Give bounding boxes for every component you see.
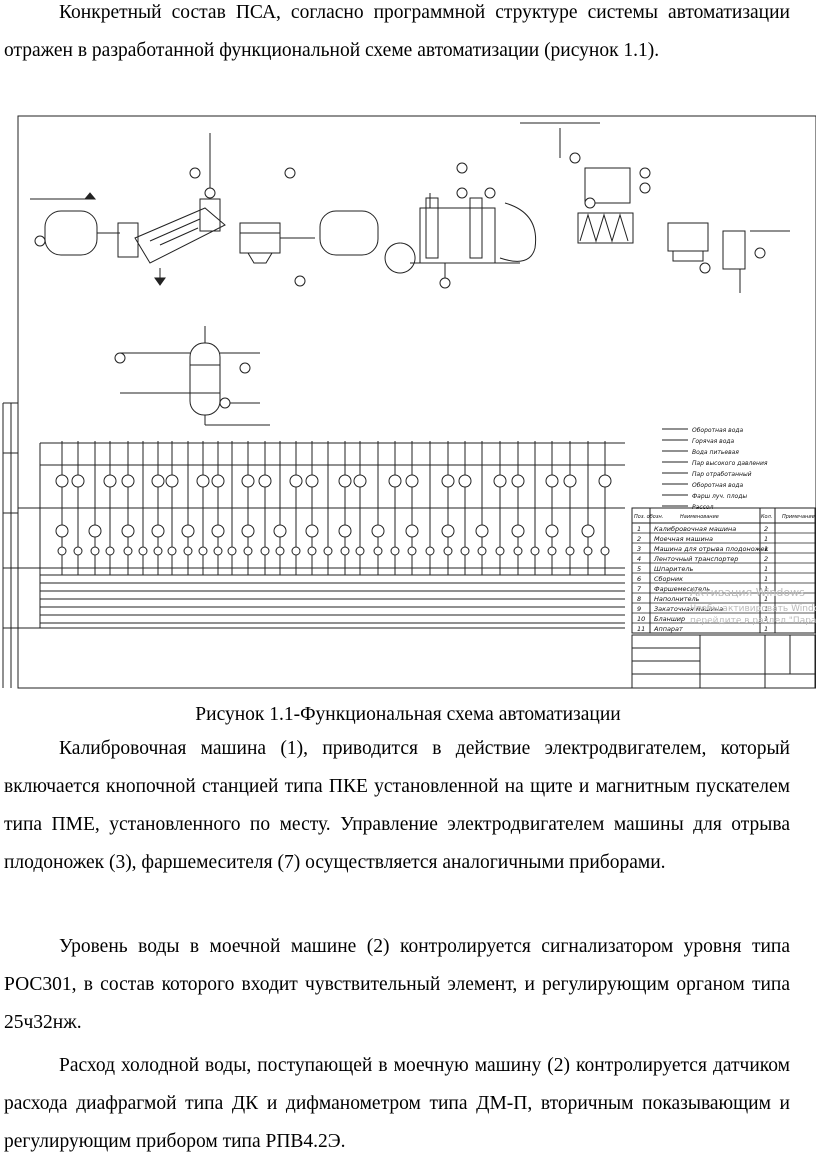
spec-cell: Наполнитель bbox=[654, 595, 700, 603]
spec-header-cell: Наименование bbox=[680, 514, 719, 520]
spec-cell: 8 bbox=[637, 595, 641, 603]
spec-cell: 1 bbox=[764, 545, 768, 553]
watermark-line-3: перейдите в раздел "Параметры". bbox=[690, 616, 816, 626]
paragraph-3: Расход холодной воды, поступающей в моеч… bbox=[4, 1055, 790, 1152]
spec-cell: Сборник bbox=[654, 575, 683, 583]
spec-cell: Аппарат bbox=[653, 625, 683, 633]
spec-cell: Ленточный транспортер bbox=[653, 555, 738, 563]
spec-cell: 1 bbox=[764, 625, 768, 633]
pipe-legend-label: Фарш луч. плоды bbox=[692, 493, 747, 500]
process-equipment bbox=[30, 122, 790, 426]
instrument-bubbles bbox=[114, 152, 766, 409]
spec-cell: 2 bbox=[764, 555, 768, 563]
figure-caption: Рисунок 1.1-Функциональная схема автомат… bbox=[195, 704, 621, 725]
paragraph-2: Уровень воды в моечной машине (2) контро… bbox=[4, 936, 790, 1033]
spec-cell: 1 bbox=[764, 585, 768, 593]
function-label-row bbox=[18, 442, 625, 628]
signal-buses bbox=[18, 574, 625, 629]
paragraph-1: Калибровочная машина (1), приводится в д… bbox=[4, 738, 790, 873]
spec-cell: Машина для отрыва плодоножек bbox=[654, 545, 769, 553]
pipe-legend-label: Оборотная вода bbox=[692, 482, 744, 489]
spec-cell: 7 bbox=[637, 585, 642, 593]
spec-cell: Калибровочная машина bbox=[654, 525, 736, 533]
spec-cell: 1 bbox=[764, 575, 768, 583]
pipe-legend-label: Пар высокого давления bbox=[692, 460, 768, 467]
spec-cell: 9 bbox=[637, 605, 641, 613]
spec-cell: Бланшир bbox=[654, 615, 685, 623]
intro-paragraph: Конкретный состав ПСА, согласно программ… bbox=[4, 2, 790, 61]
watermark-line-2: Чтобы активировать Windows, bbox=[690, 604, 816, 614]
drawing-frame bbox=[2, 115, 816, 689]
spec-cell: Фаршемеситель bbox=[654, 585, 710, 593]
spec-cell: 6 bbox=[637, 575, 641, 583]
spec-cell: Шпаритель bbox=[654, 565, 693, 573]
title-block bbox=[631, 634, 816, 689]
spec-cell: 1 bbox=[764, 615, 768, 623]
pipe-legend-label: Вода питьевая bbox=[692, 449, 739, 456]
spec-cell: 11 bbox=[637, 625, 645, 633]
spec-header-cell: Кол. bbox=[761, 514, 772, 520]
pipe-legend-label: Оборотная вода bbox=[692, 427, 744, 434]
spec-cell: 1 bbox=[764, 605, 768, 613]
spec-cell: 1 bbox=[637, 525, 641, 533]
spec-header-cell: Примечание bbox=[782, 514, 815, 520]
specification-rows: Поз. обозн. Наименование Кол. Примечание 1 Ка… bbox=[632, 514, 815, 634]
pipe-legend-label: Пар отработанный bbox=[692, 471, 752, 478]
spec-cell: 1 bbox=[764, 535, 768, 543]
spec-cell: 1 bbox=[764, 565, 768, 573]
spec-cell: 5 bbox=[637, 565, 641, 573]
spec-cell: 1 bbox=[764, 595, 768, 603]
watermark-line-1: Активация Windows bbox=[690, 586, 805, 599]
spec-cell: Закаточная машина bbox=[654, 605, 723, 613]
pipe-legend-label: Горячая вода bbox=[692, 438, 735, 445]
activation-watermark: Активация Windows Чтобы активировать Win… bbox=[690, 586, 816, 626]
spec-cell: Моечная машина bbox=[654, 535, 713, 543]
spec-cell: 2 bbox=[637, 535, 641, 543]
spec-cell: 4 bbox=[637, 555, 641, 563]
spec-cell: 10 bbox=[637, 615, 645, 623]
spec-cell: 3 bbox=[637, 545, 641, 553]
instrument-columns bbox=[55, 441, 612, 575]
spec-header-cell: Поз. обозн. bbox=[634, 514, 663, 520]
spec-cell: 2 bbox=[764, 525, 768, 533]
